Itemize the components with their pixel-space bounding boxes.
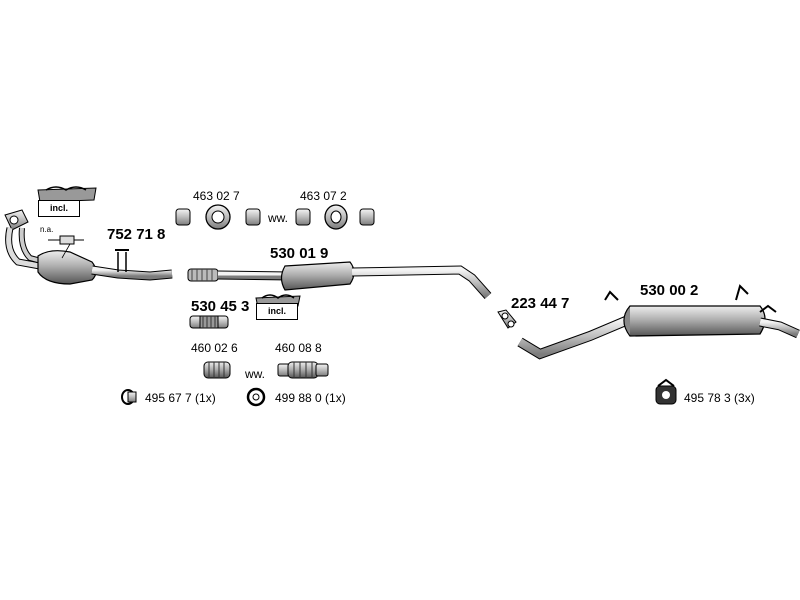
rear-silencer-530002 bbox=[517, 284, 800, 360]
part-463027: 463 02 7 bbox=[193, 189, 240, 203]
flex-pipe-530453 bbox=[189, 315, 229, 329]
part-530002: 530 00 2 bbox=[640, 282, 699, 299]
part-530019: 530 01 9 bbox=[270, 245, 329, 262]
flex-joint-460026 bbox=[203, 361, 231, 379]
part-530453: 530 45 3 bbox=[191, 298, 250, 315]
label-incl-1: incl. bbox=[38, 200, 80, 217]
middle-silencer-530019 bbox=[187, 261, 492, 299]
rubber-mount-495677-icon bbox=[121, 389, 137, 405]
rubber-hanger-495783-icon bbox=[655, 378, 677, 405]
part-495783: 495 78 3 (3x) bbox=[684, 391, 755, 405]
label-not-available: n.a. bbox=[40, 225, 54, 234]
label-ww-1: ww. bbox=[268, 211, 289, 225]
part-460026: 460 02 6 bbox=[191, 341, 238, 355]
part-495677: 495 67 7 (1x) bbox=[145, 391, 216, 405]
clamp-463072 bbox=[295, 204, 375, 230]
clamp-223447 bbox=[497, 309, 517, 329]
label-incl-2: incl. bbox=[256, 303, 298, 320]
clamp-kit-box-1 bbox=[37, 186, 97, 203]
front-pipe-catalytic-converter bbox=[4, 209, 173, 285]
part-460088: 460 08 8 bbox=[275, 341, 322, 355]
part-499880: 499 88 0 (1x) bbox=[275, 391, 346, 405]
part-223447: 223 44 7 bbox=[511, 295, 570, 312]
clamp-463027 bbox=[175, 204, 261, 230]
flex-joint-460088 bbox=[277, 361, 329, 379]
part-752718: 752 71 8 bbox=[107, 226, 166, 243]
ring-clamp-499880-icon bbox=[246, 387, 266, 407]
part-463072: 463 07 2 bbox=[300, 189, 347, 203]
label-ww-2: ww. bbox=[245, 367, 266, 381]
